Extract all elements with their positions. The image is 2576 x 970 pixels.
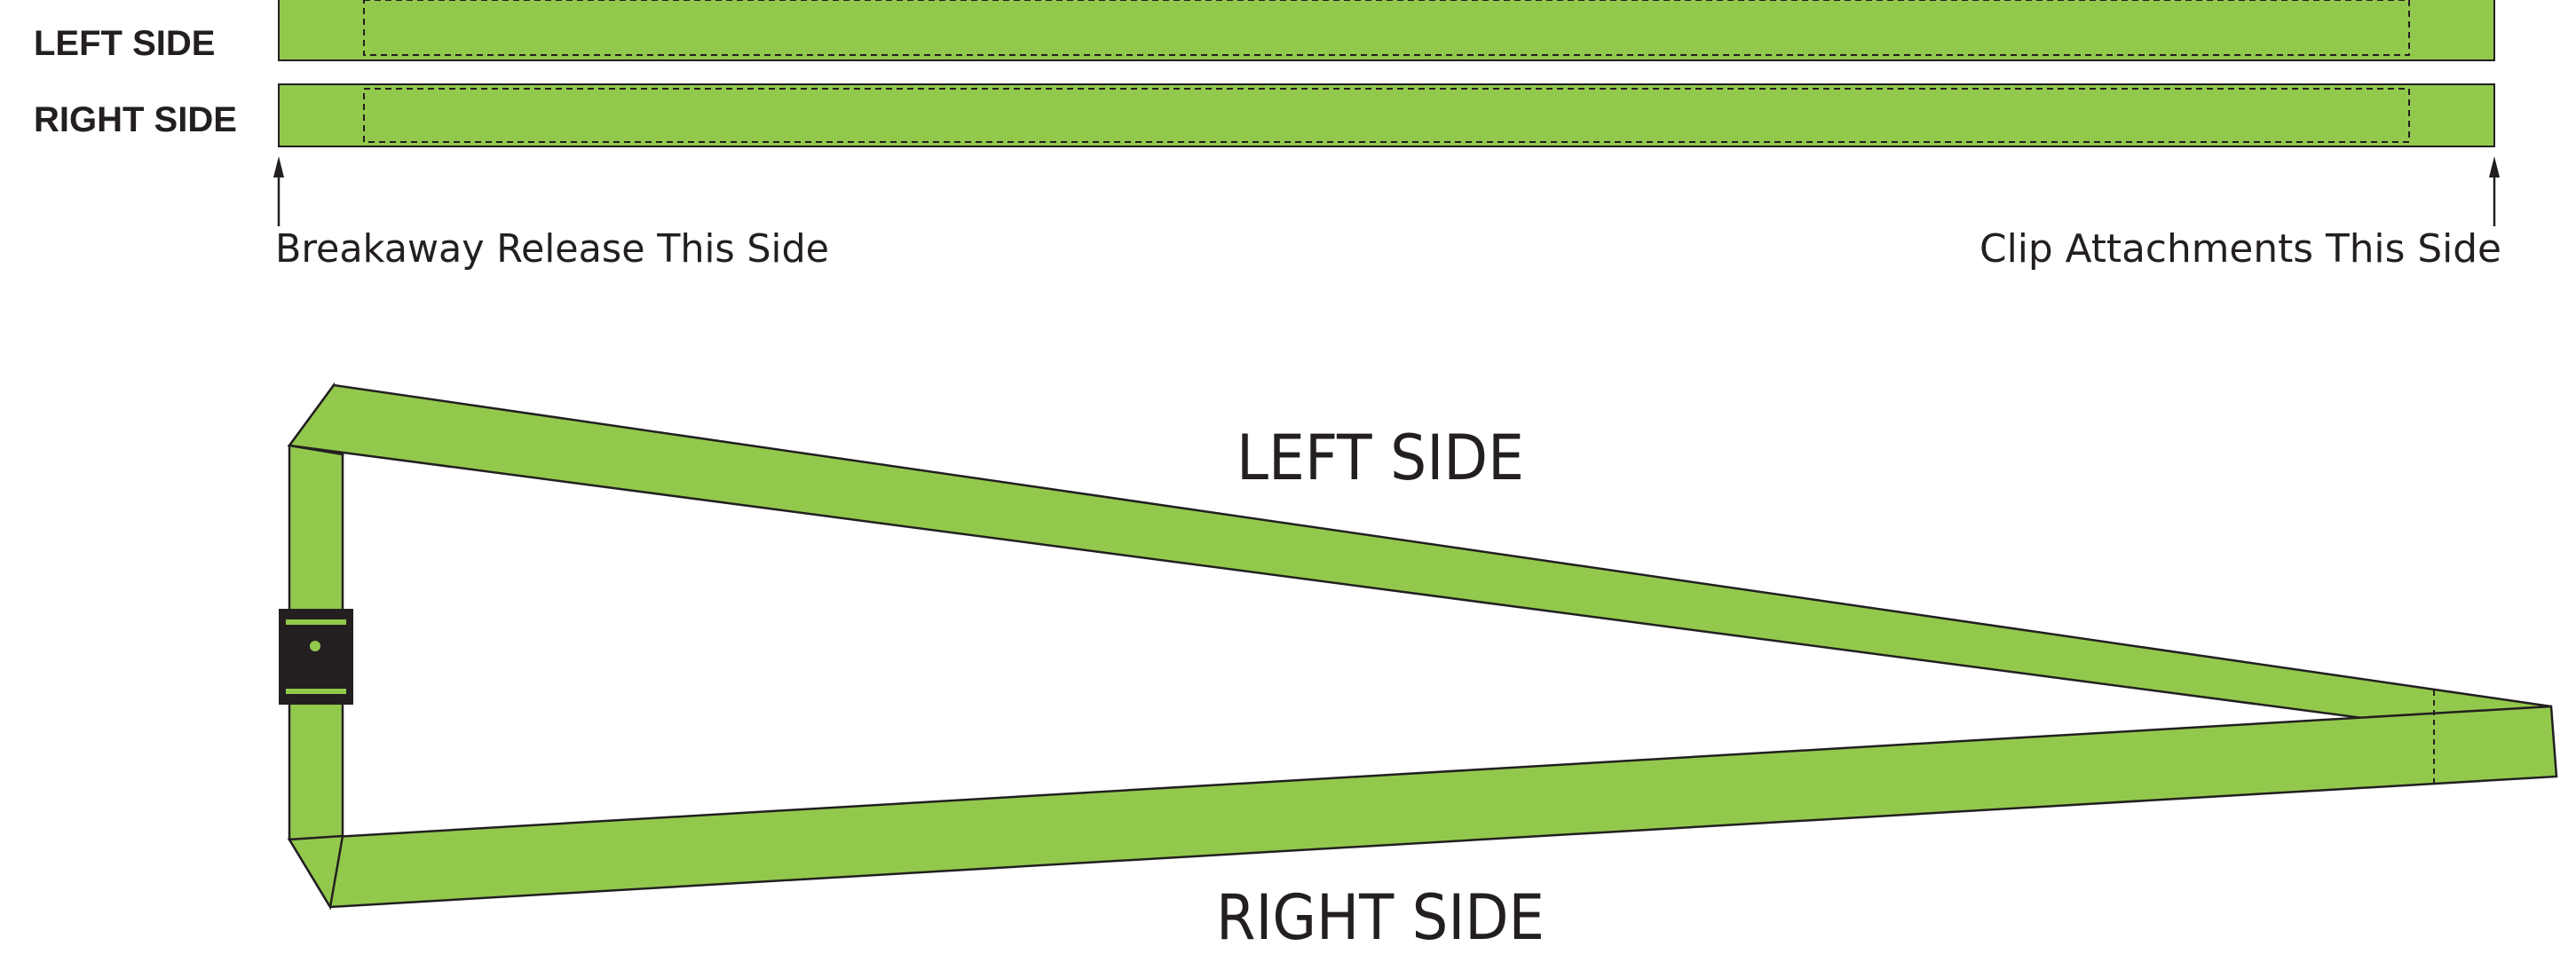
- left-side-label: LEFT SIDE: [34, 24, 215, 63]
- assembled-left-side-label: LEFT SIDE: [1237, 422, 1524, 494]
- assembled-right-side-label: RIGHT SIDE: [1216, 881, 1545, 954]
- breakaway-buckle-icon: [279, 609, 353, 705]
- assembled-view: LEFT SIDE RIGHT SIDE: [279, 382, 2558, 954]
- right-side-strap-assembled: [287, 705, 2558, 909]
- left-side-strap: [278, 0, 2495, 61]
- right-side-label: RIGHT SIDE: [34, 100, 237, 139]
- arrow-up-icon: [2489, 156, 2500, 226]
- flat-view: LEFT SIDE RIGHT SIDE Breakaway Release T…: [34, 0, 2501, 272]
- arrow-up-icon: [273, 156, 284, 226]
- right-side-strap: [278, 83, 2495, 147]
- left-side-stitch-line: [363, 0, 2410, 56]
- breakaway-release-callout: Breakaway Release This Side: [275, 226, 829, 272]
- clip-attachments-callout: Clip Attachments This Side: [1979, 226, 2501, 272]
- right-side-stitch-line: [363, 88, 2410, 143]
- bottom-fold: [287, 834, 344, 911]
